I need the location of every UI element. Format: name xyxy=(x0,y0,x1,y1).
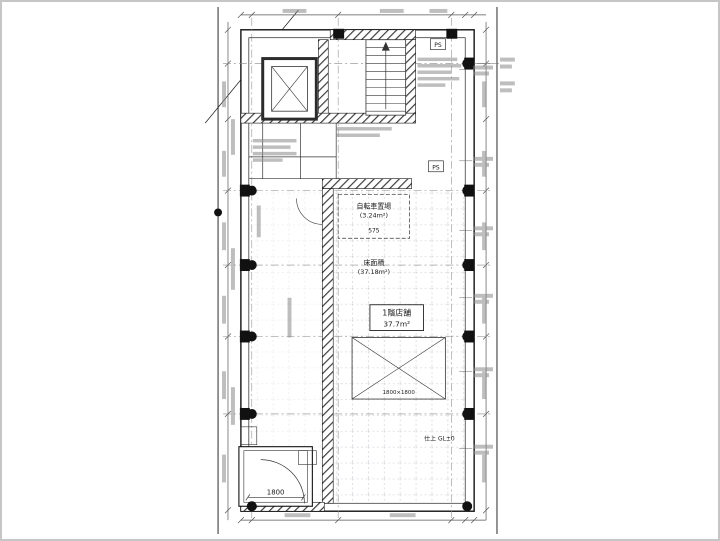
ps-shafts: PS PS xyxy=(428,38,446,173)
garage-room: 1800 xyxy=(238,426,317,507)
store-label-box: 1階店舗 37.7m² xyxy=(369,304,424,331)
mail-box xyxy=(298,450,317,465)
wall-vertical-long xyxy=(321,188,334,504)
skylight-size-label: 1800×1800 xyxy=(383,390,416,396)
upper-partitions xyxy=(248,123,337,225)
door-swing-arc xyxy=(296,198,323,225)
wall-stair-left xyxy=(318,39,329,116)
bicycle-parking-area: 自転車置場 (3.24m²) 575 xyxy=(337,194,410,239)
wall-stair-right xyxy=(405,39,416,116)
store-floor-grid xyxy=(334,188,466,504)
store-name-label: 1階店舗 xyxy=(382,308,411,318)
stair-up-arrow-icon xyxy=(381,41,390,51)
skylight-void: 1800×1800 xyxy=(351,337,446,400)
floor-area-value: (37.18m²) xyxy=(358,268,390,276)
staircase xyxy=(365,39,407,116)
level-575-label: 575 xyxy=(368,227,380,234)
bicycle-parking-area-value: (3.24m²) xyxy=(360,211,388,219)
wall-horizontal-upper xyxy=(240,112,416,124)
wall-horizontal-mid xyxy=(321,178,412,189)
store-area-label: 37.7m² xyxy=(383,320,410,329)
meter-box xyxy=(240,426,258,446)
floor-area-label: 床面積 xyxy=(363,258,384,267)
elevator-cab xyxy=(271,66,308,112)
ps-top-label: PS xyxy=(434,42,442,49)
elevator-shaft xyxy=(261,57,318,121)
finish-level-label: 仕上 GL±0 xyxy=(424,435,455,443)
illegible-annotation-text xyxy=(222,8,515,518)
garage-width-dimension: 1800 xyxy=(267,488,285,496)
bicycle-parking-label: 自転車置場 xyxy=(357,201,392,210)
column-markers xyxy=(239,28,475,512)
annotation-leader-lines xyxy=(459,63,499,449)
ps-mid-label: PS xyxy=(432,164,440,171)
floor-area-note: 床面積 (37.18m²) xyxy=(358,258,390,276)
garage-door-swing-arc xyxy=(260,459,305,504)
boundary-point-marker xyxy=(214,208,223,217)
